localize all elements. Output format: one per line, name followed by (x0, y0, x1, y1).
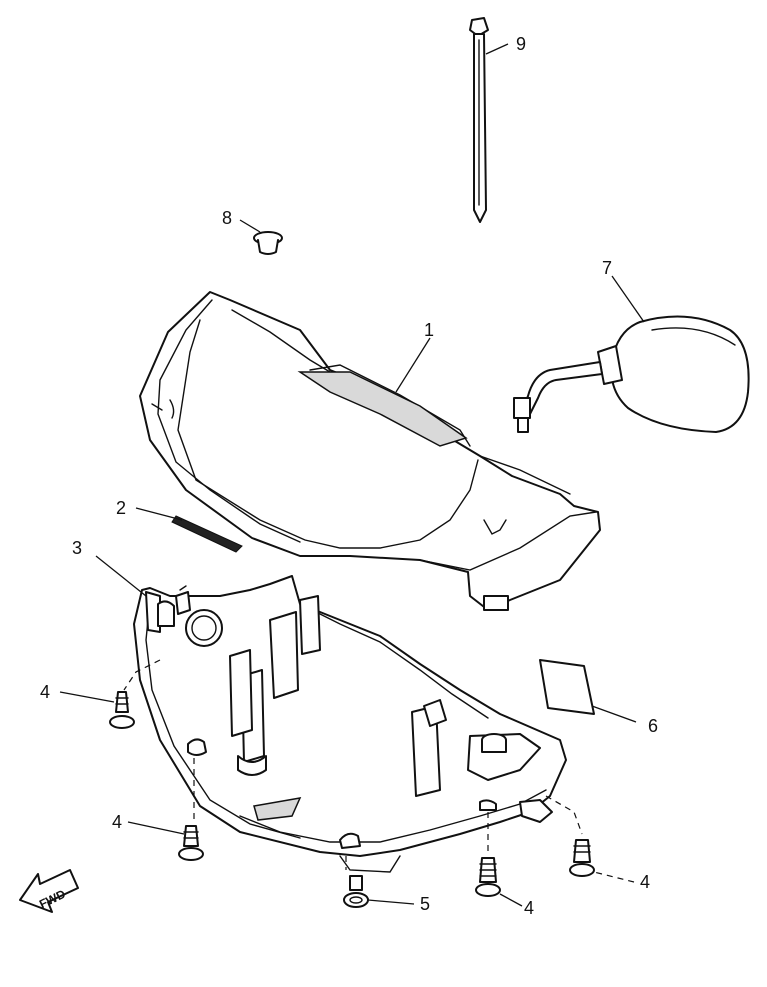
part-9-cable-tie (469, 17, 489, 223)
part-1-upper-cover (139, 291, 601, 611)
alignment-lines (123, 659, 583, 870)
callout-6: 6 (648, 716, 658, 736)
part-8-plug (253, 231, 283, 255)
callout-4-center-right: 4 (524, 898, 534, 918)
callout-2: 2 (116, 498, 126, 518)
callout-9: 9 (516, 34, 526, 54)
callout-7: 7 (602, 258, 612, 278)
part-2-strip (171, 515, 243, 553)
callout-1: 1 (424, 320, 434, 340)
part-5-screw (343, 875, 369, 908)
part-4-screw-center-right (475, 857, 501, 897)
callout-8: 8 (222, 208, 232, 228)
callout-4-left-upper: 4 (40, 682, 50, 702)
part-7-mirror (513, 315, 750, 433)
part-4-screw-left-upper (109, 691, 135, 729)
callout-4-left-lower: 4 (112, 812, 122, 832)
part-4-screw-left-lower (178, 825, 204, 861)
callout-labels: 9 8 7 1 2 3 4 6 4 4 5 4 (40, 34, 658, 918)
part-6-label (539, 659, 595, 715)
callout-4-right: 4 (640, 872, 650, 892)
leader-lines (59, 43, 645, 907)
callout-5: 5 (420, 894, 430, 914)
part-4-screw-right (569, 839, 595, 877)
lower-cover (133, 575, 567, 873)
callout-3: 3 (72, 538, 82, 558)
fwd-arrow: FWD (19, 869, 79, 913)
